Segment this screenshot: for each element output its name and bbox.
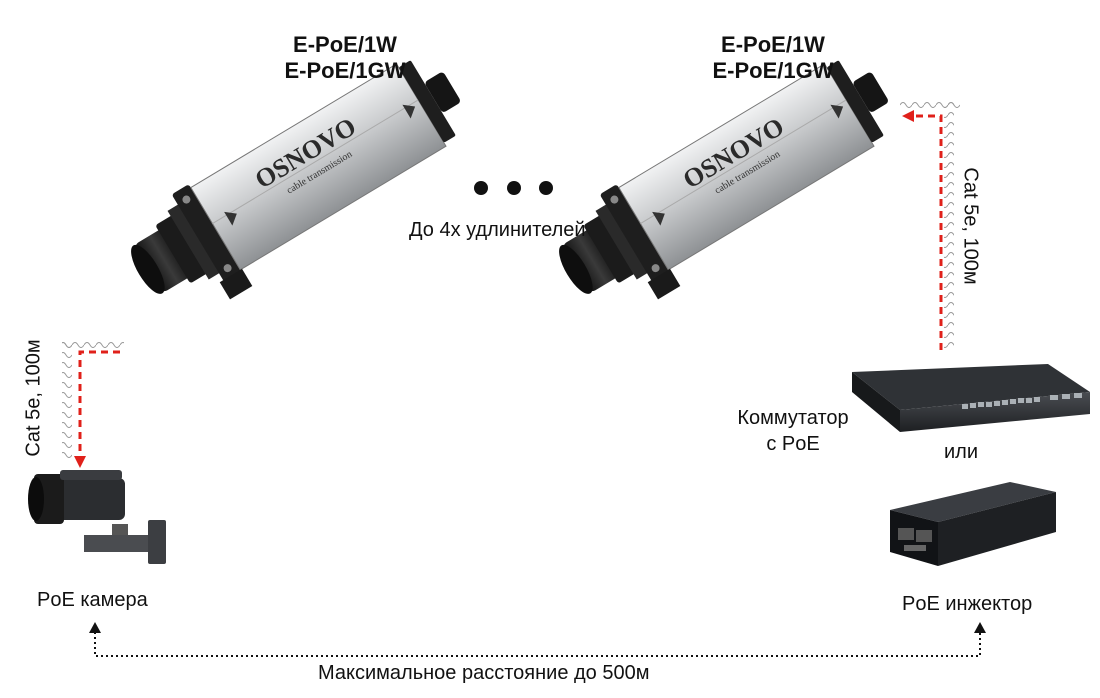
extenders-count-label: До 4х удлинителей <box>409 219 586 241</box>
right-cable <box>900 99 960 351</box>
left-cable-label: Cat 5e, 100м <box>22 339 45 457</box>
left-extender: OSNOVO cable transmission <box>131 60 460 300</box>
or-label: или <box>944 441 979 463</box>
injector-icon <box>890 482 1056 566</box>
distance-arrow <box>89 622 986 657</box>
max-distance-label: Максимальное расстояние до 500м <box>318 662 650 684</box>
left-signal-arrow <box>78 350 120 458</box>
switch-label-line2: с PoE <box>766 433 820 455</box>
right-model-name-2: E-PoE/1GW <box>712 58 834 83</box>
left-model-name-2: E-PoE/1GW <box>284 58 406 83</box>
right-cable-label: Cat 5e, 100м <box>959 167 982 285</box>
switch-label-line1: Коммутатор <box>737 407 849 429</box>
left-cable <box>62 338 124 468</box>
right-connector-icon <box>559 203 649 294</box>
camera-icon <box>28 470 166 564</box>
ellipsis-dots <box>474 181 553 195</box>
switch-icon <box>852 364 1090 432</box>
right-end-plate <box>600 185 670 283</box>
right-model-name-1: E-PoE/1W <box>721 32 825 57</box>
injector-label: PoE инжектор <box>902 593 1033 615</box>
left-end-plate <box>172 185 242 283</box>
left-model-name-1: E-PoE/1W <box>293 32 397 57</box>
right-signal-arrow <box>912 114 943 350</box>
left-connector-icon <box>131 203 221 294</box>
right-extender: OSNOVO cable transmission <box>559 60 888 300</box>
camera-label: PoE камера <box>37 589 148 611</box>
